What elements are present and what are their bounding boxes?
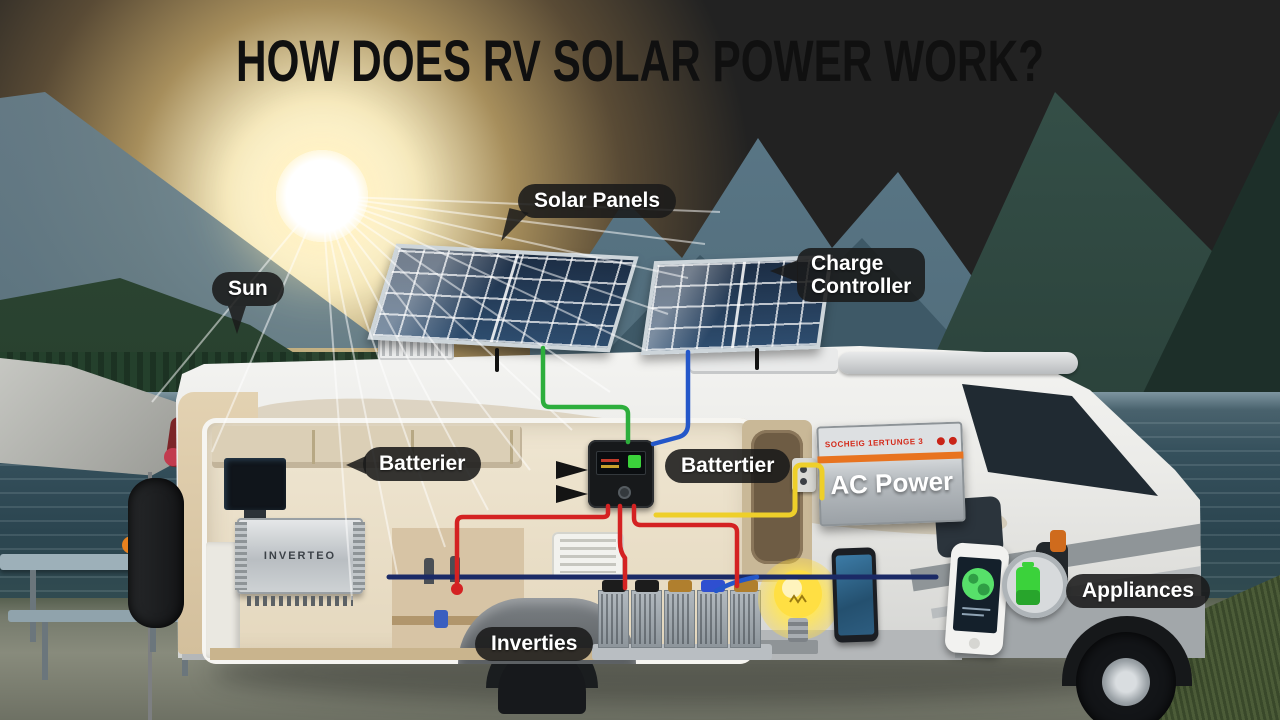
light-bulb-icon bbox=[774, 570, 822, 618]
battery-charge-indicator bbox=[1002, 552, 1068, 618]
page-title: HOW DOES RV SOLAR POWER WORK? bbox=[235, 27, 1045, 94]
inverter-box: INVERTEO bbox=[235, 518, 365, 594]
battery-tray bbox=[592, 644, 772, 660]
battery-cell bbox=[598, 590, 629, 648]
battery-cell bbox=[697, 590, 728, 648]
callout-charge-controller: Charge Controller bbox=[797, 248, 926, 303]
battery-cell bbox=[664, 590, 695, 648]
faucet-icon bbox=[424, 558, 434, 584]
wall-vent bbox=[552, 532, 624, 580]
bench-leg bbox=[42, 622, 48, 680]
callout-charge-controller-line2: Controller bbox=[811, 275, 912, 299]
battery-cell bbox=[730, 590, 761, 648]
callout-charge-controller-pointer bbox=[770, 260, 798, 282]
table-leg bbox=[30, 570, 36, 642]
front-wheel-rim bbox=[1102, 658, 1150, 706]
awning-roller bbox=[838, 352, 1078, 374]
callout-batteries-interior-pointer bbox=[346, 456, 366, 474]
ray-lines bbox=[151, 195, 721, 601]
callout-batteries-door: Battertier bbox=[665, 449, 791, 483]
flow-arrows bbox=[556, 461, 588, 503]
bulb-base bbox=[788, 618, 808, 642]
blue-wire-panel bbox=[650, 349, 691, 447]
tv-icon bbox=[224, 458, 286, 518]
controller-knob bbox=[618, 486, 631, 499]
callout-solar-panels: Solar Panels bbox=[518, 184, 677, 218]
callout-sun-pointer bbox=[228, 306, 246, 334]
red-valve bbox=[451, 583, 463, 595]
battery-terminal bbox=[635, 580, 659, 592]
green-wire bbox=[540, 345, 631, 445]
panel-wire-stubs bbox=[495, 348, 759, 372]
battery-terminal bbox=[602, 580, 626, 592]
callout-charge-controller-line1: Charge bbox=[811, 252, 884, 275]
callout-inverter: Inverties bbox=[475, 627, 594, 661]
charge-controller-device bbox=[588, 440, 654, 508]
controller-green-indicator bbox=[628, 455, 641, 468]
water-pump bbox=[434, 610, 448, 628]
callout-appliances: Appliances bbox=[1066, 574, 1211, 608]
callout-sun: Sun bbox=[212, 272, 284, 306]
fridge bbox=[206, 542, 240, 658]
battery-terminal bbox=[668, 580, 692, 592]
battery-cell bbox=[631, 590, 662, 648]
marker-light bbox=[1050, 530, 1066, 552]
red-wires bbox=[454, 503, 740, 591]
yellow-wire bbox=[653, 462, 825, 518]
phone-with-globe-icon bbox=[944, 542, 1010, 656]
spare-tire bbox=[128, 478, 184, 628]
callout-batteries-interior: Batterier bbox=[363, 447, 482, 481]
inverter-box-label: INVERTEO bbox=[263, 550, 337, 562]
inverter-vents bbox=[247, 596, 353, 606]
